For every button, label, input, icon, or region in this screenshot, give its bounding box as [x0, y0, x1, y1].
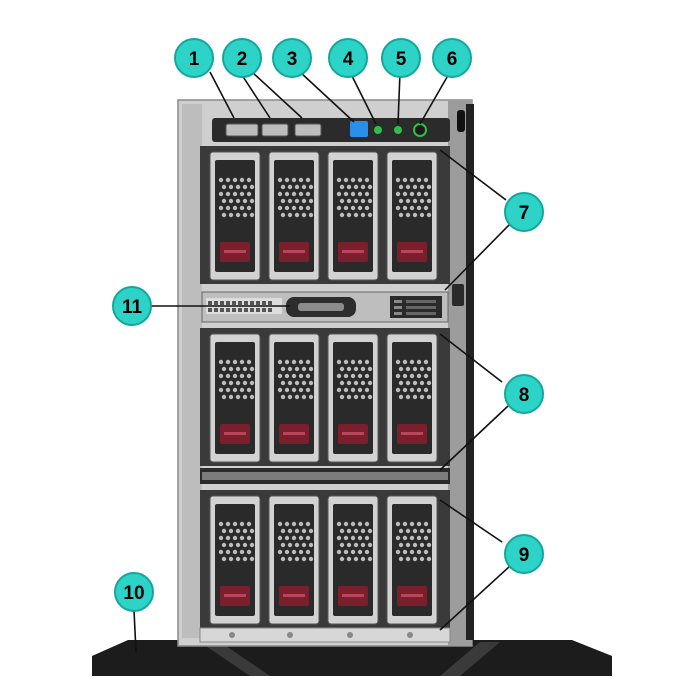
drive-box-2: [200, 328, 450, 466]
callout-9: 9: [504, 534, 544, 574]
callout-7: 7: [504, 192, 544, 232]
callout-number: 6: [447, 49, 458, 70]
front-io-panel: [212, 110, 465, 142]
drive-bay[interactable]: [327, 333, 379, 463]
health-led: [374, 126, 382, 134]
callouts: 1 2 3 4 5 6 7 8 9 10 11: [112, 38, 544, 612]
callout-number: 3: [287, 49, 298, 70]
callout-2: 2: [222, 38, 262, 78]
callout-number: 2: [237, 49, 248, 70]
callout-number: 8: [519, 385, 530, 406]
callout-lines: [133, 71, 511, 653]
callout-number: 1: [189, 49, 200, 70]
drive-bay[interactable]: [209, 495, 261, 625]
drive-cages: [200, 146, 450, 628]
tower-base: [92, 640, 612, 676]
callout-number: 4: [343, 49, 354, 70]
drive-bay[interactable]: [209, 151, 261, 281]
media-bay: [201, 284, 464, 323]
callout-number: 11: [122, 297, 143, 318]
power-button: [413, 123, 427, 137]
callout-6: 6: [432, 38, 472, 78]
callout-5: 5: [381, 38, 421, 78]
drive-bay[interactable]: [268, 151, 320, 281]
callout-11: 11: [112, 286, 152, 326]
drive-bay[interactable]: [386, 495, 438, 625]
callout-number: 7: [519, 203, 530, 224]
usb-port-3: [294, 123, 322, 137]
drive-box-1: [200, 146, 450, 284]
bottom-panel: [199, 627, 451, 643]
callout-3: 3: [272, 38, 312, 78]
callout-number: 5: [396, 49, 407, 70]
callout-4: 4: [328, 38, 368, 78]
drive-bay[interactable]: [268, 333, 320, 463]
callout-1: 1: [174, 38, 214, 78]
nic-led: [394, 126, 402, 134]
callout-10: 10: [114, 572, 154, 612]
usb-port-2: [261, 123, 289, 137]
callout-8: 8: [504, 374, 544, 414]
drive-bay[interactable]: [268, 495, 320, 625]
drive-bay[interactable]: [327, 151, 379, 281]
drive-bay[interactable]: [386, 333, 438, 463]
drive-box-3: [200, 490, 450, 628]
drive-bay[interactable]: [209, 333, 261, 463]
usb-port-1: [225, 123, 259, 137]
callout-number: 10: [123, 583, 144, 604]
callout-number: 9: [519, 545, 530, 566]
uid-button: [350, 121, 368, 137]
drive-bay[interactable]: [386, 151, 438, 281]
drive-bay[interactable]: [327, 495, 379, 625]
